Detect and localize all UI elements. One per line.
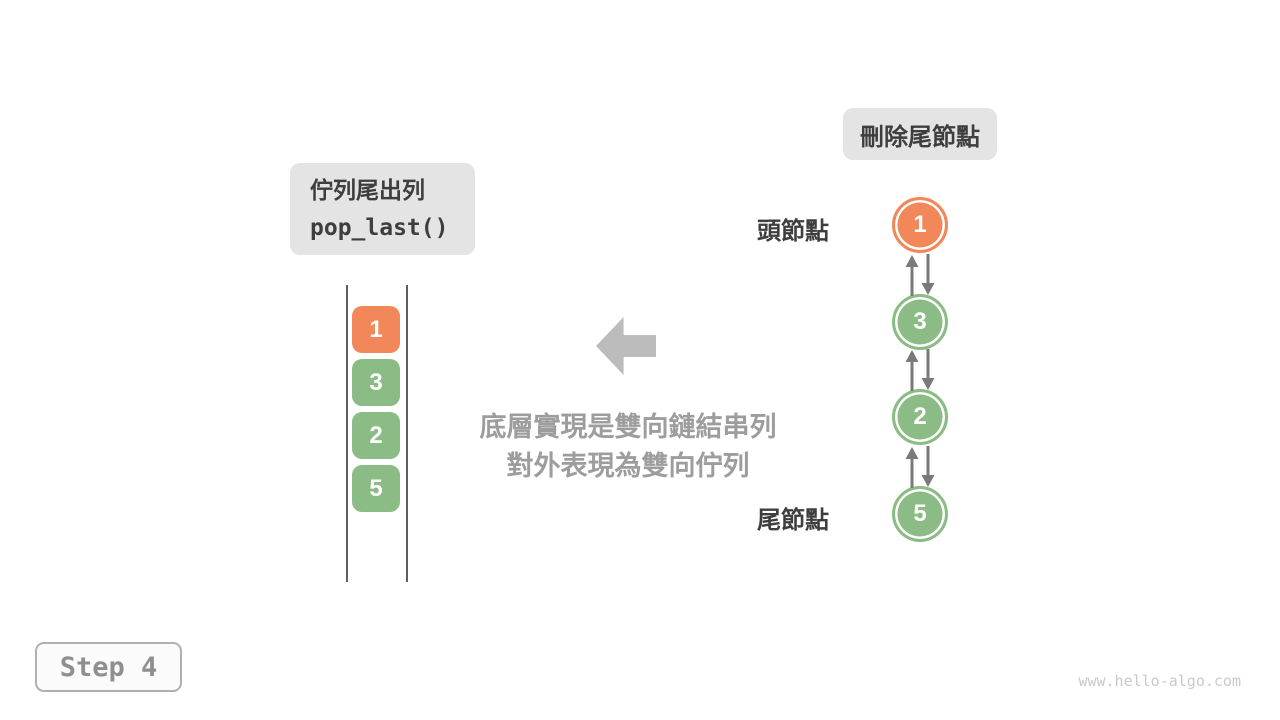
queue-stack: 1 3 2 5 xyxy=(352,306,400,512)
list-node: 2 xyxy=(892,389,948,445)
queue-cell-value: 5 xyxy=(369,474,383,502)
note-line-1: 底層實現是雙向鏈結串列 xyxy=(479,412,777,442)
queue-cell-value: 1 xyxy=(369,315,383,343)
list-node-value: 5 xyxy=(913,500,927,527)
bidirectional-arrows-icon xyxy=(905,349,935,391)
queue-rail-right xyxy=(406,285,408,582)
queue-cell: 3 xyxy=(352,359,400,406)
left-block-arrow-icon xyxy=(596,317,656,375)
queue-rail-left xyxy=(346,285,348,582)
queue-cell-value: 3 xyxy=(369,368,383,396)
operation-label-title: 佇列尾出列 xyxy=(310,177,425,203)
action-label-text: 刪除尾節點 xyxy=(860,123,980,151)
action-label: 刪除尾節點 xyxy=(843,108,997,160)
step-badge: Step 4 xyxy=(35,642,182,692)
operation-label: 佇列尾出列 pop_last() xyxy=(290,163,475,255)
list-node: 1 xyxy=(892,197,948,253)
list-node: 5 xyxy=(892,486,948,542)
list-node: 3 xyxy=(892,294,948,350)
operation-label-code: pop_last() xyxy=(310,215,449,241)
note-text: 底層實現是雙向鏈結串列 對外表現為雙向佇列 xyxy=(450,408,806,486)
note-line-2: 對外表現為雙向佇列 xyxy=(506,451,750,481)
watermark: www.hello-algo.com xyxy=(1078,672,1241,690)
bidirectional-arrows-icon xyxy=(905,254,935,296)
list-node-value: 1 xyxy=(913,211,927,238)
queue-cell: 5 xyxy=(352,465,400,512)
bidirectional-arrows-icon xyxy=(905,446,935,488)
queue-cell: 2 xyxy=(352,412,400,459)
queue-cell: 1 xyxy=(352,306,400,353)
head-node-label: 頭節點 xyxy=(757,218,829,245)
step-badge-text: Step 4 xyxy=(59,651,158,683)
queue-cell-value: 2 xyxy=(369,421,383,449)
list-node-value: 2 xyxy=(913,403,927,430)
tail-node-label: 尾節點 xyxy=(757,507,829,534)
list-node-value: 3 xyxy=(913,308,927,335)
